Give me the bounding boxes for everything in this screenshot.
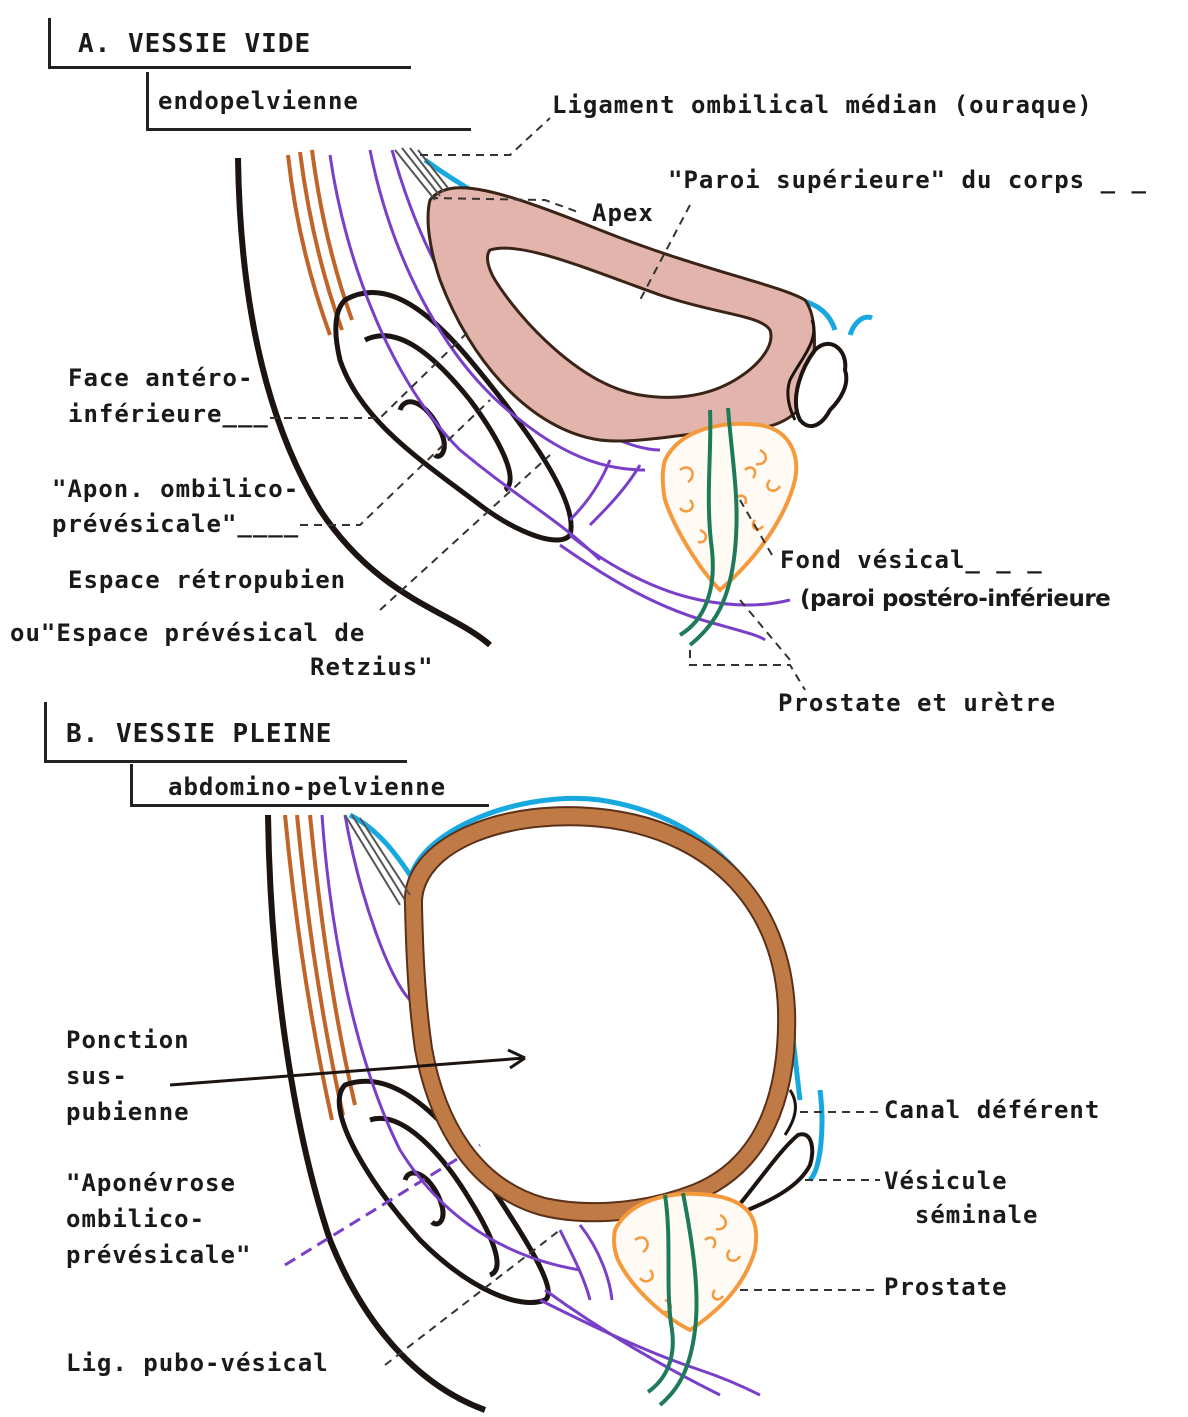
label-vesicule-seminale: Vésicule séminale	[884, 1165, 1039, 1232]
label-lig-pubo-vesical: Lig. pubo-vésical	[66, 1348, 329, 1378]
panel-b-title: B. VESSIE PLEINE	[66, 718, 332, 751]
panel-a-drawing	[238, 118, 872, 690]
label-apon-ombilico-prevesicale: "Apon. ombilico- prévésicale"____	[52, 472, 299, 542]
label-paroi-postero-inferieure: (paroi postéro-inférieure	[800, 585, 1110, 614]
label-retzius: Retzius"	[310, 652, 434, 682]
prostate-a	[663, 424, 796, 590]
label-ligament-ombilical: Ligament ombilical médian (ouraque)	[552, 90, 1093, 120]
bladder-wall-b	[405, 807, 795, 1221]
label-espace-prevesical: ou"Espace prévésical de	[10, 618, 365, 648]
panel-b-subtitle: abdomino-pelvienne	[168, 772, 446, 802]
label-paroi-superieure: "Paroi supérieure" du corps _ _	[668, 165, 1147, 195]
label-canal-deferent: Canal déférent	[884, 1095, 1100, 1125]
panel-a-subtitle: endopelvienne	[158, 86, 359, 116]
label-apex: Apex	[592, 198, 654, 228]
label-prostate-uretre: Prostate et urètre	[778, 688, 1056, 718]
label-prostate: Prostate	[884, 1272, 1008, 1302]
panel-a-title: A. VESSIE VIDE	[78, 28, 311, 61]
label-espace-retropubien: Espace rétropubien	[68, 565, 346, 595]
label-aponevrose-ombilico-prevesicale: "Aponévrose ombilico- prévésicale"	[66, 1165, 251, 1273]
label-fond-vesical: Fond vésical_ _ _	[780, 545, 1043, 575]
label-face-antero-inferieure: Face antéro- inférieure___	[68, 360, 269, 432]
label-ponction-sus-pubienne: Ponction sus- pubienne	[66, 1022, 190, 1130]
panel-b-drawing	[170, 798, 880, 1410]
